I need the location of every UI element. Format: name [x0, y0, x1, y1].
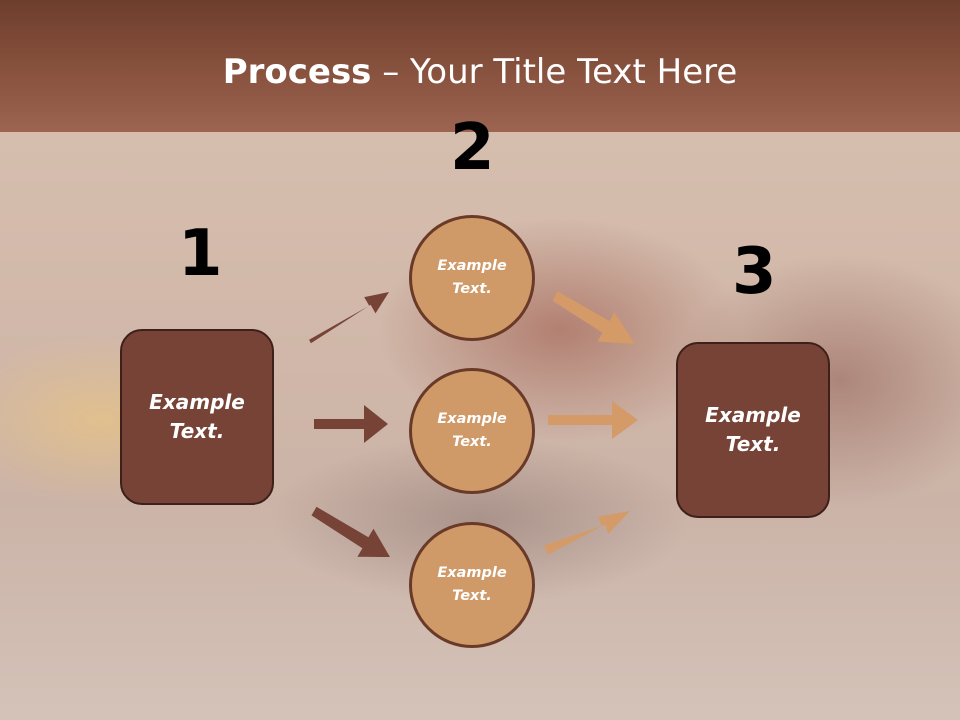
title-rest: – Your Title Text Here — [371, 52, 738, 92]
circle-bottom-text-line2: Text. — [452, 588, 492, 604]
circle-bottom-text-line1: Example — [437, 565, 507, 581]
arrow-1-to-bottom — [311, 506, 390, 557]
arrow-middle-to-3 — [548, 401, 638, 439]
step-1-number: 1 — [178, 217, 223, 291]
arrow-1-to-top — [309, 292, 389, 344]
step-3-text-line1: Example — [705, 403, 801, 427]
arrow-top-to-3 — [552, 291, 635, 344]
step-1-text-line2: Text. — [169, 419, 225, 443]
title-band — [0, 0, 960, 132]
arrow-1-to-middle — [314, 405, 388, 443]
circle-middle-text-line1: Example — [437, 411, 507, 427]
slide-title: Process – Your Title Text Here — [0, 52, 960, 92]
circle-top-text-line2: Text. — [452, 281, 492, 297]
title-bold: Process — [222, 52, 372, 92]
step-2-number: 2 — [450, 111, 495, 185]
circle-top-text-line1: Example — [437, 258, 507, 274]
step-3-number: 3 — [732, 235, 777, 309]
arrow-bottom-to-3 — [544, 511, 630, 555]
step-1-text-line1: Example — [149, 390, 245, 414]
step-3-text-line2: Text. — [725, 432, 781, 456]
circle-middle-text-line2: Text. — [452, 434, 492, 450]
